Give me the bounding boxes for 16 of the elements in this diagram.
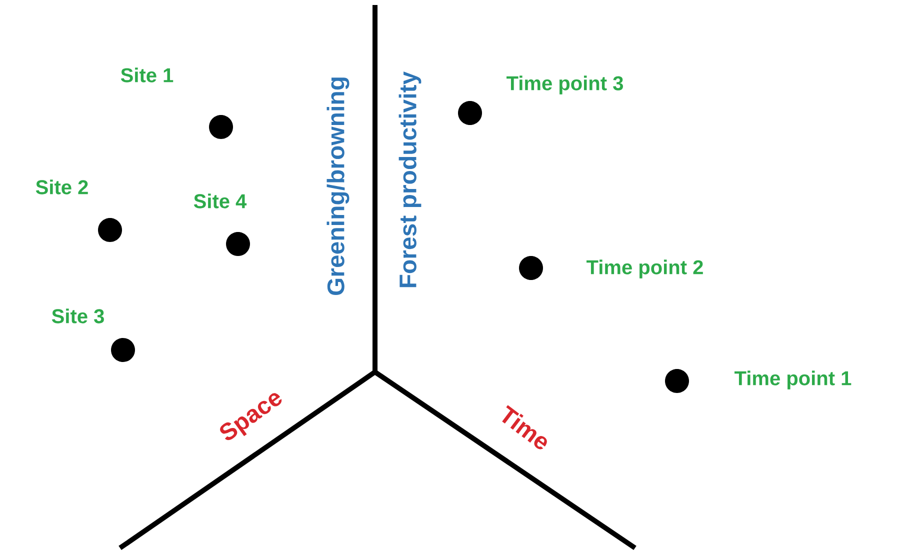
dot — [209, 115, 233, 139]
dot — [226, 232, 250, 256]
point-label: Site 1 — [120, 68, 174, 82]
dot — [519, 256, 543, 280]
dot — [458, 101, 482, 125]
point-label: Time point 2 — [586, 260, 703, 278]
dot — [111, 338, 135, 362]
point-label: Site 3 — [52, 308, 104, 324]
point-label: Site 4 — [194, 194, 247, 208]
point-label: Time point 1 — [734, 370, 852, 390]
axis-label: Forest productivity — [398, 71, 422, 288]
dot — [665, 369, 689, 393]
axis-label: Greening/browning — [326, 78, 350, 295]
point-label: Site 2 — [36, 180, 88, 194]
dot — [98, 218, 122, 242]
point-label: Time point 3 — [506, 76, 623, 94]
